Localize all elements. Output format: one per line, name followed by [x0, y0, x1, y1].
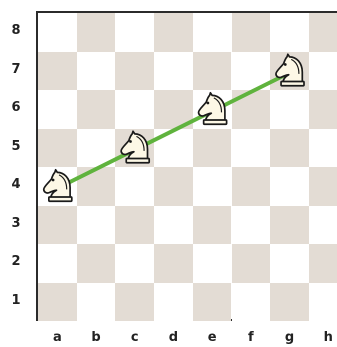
white-knight-icon[interactable]	[121, 131, 149, 162]
move-line	[57, 73, 289, 189]
white-knight-icon[interactable]	[276, 54, 304, 85]
white-knight-icon[interactable]	[199, 93, 227, 124]
white-knight-icon[interactable]	[44, 170, 72, 201]
